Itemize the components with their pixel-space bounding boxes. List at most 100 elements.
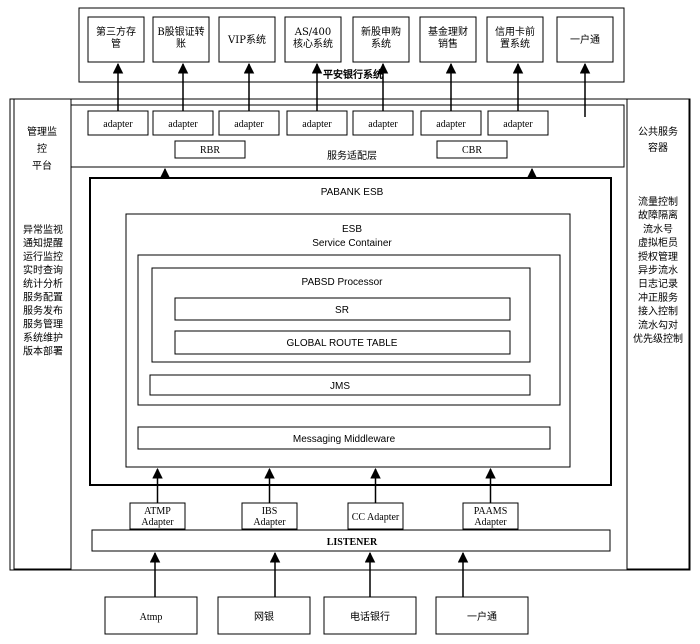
listener-box [91,529,611,552]
bank-system-box-label: 核心系统 [293,37,333,50]
bank-system-box-label: 置系统 [500,37,530,50]
adapter-label: adapter [168,119,198,130]
bank-system-box-label: 第三方存 [96,25,136,38]
bank-system-box-label: 系统 [371,37,391,50]
bank-system-box-label: 基金理财 [428,25,468,38]
jms-label: JMS [330,381,350,392]
adapter-box [352,110,414,136]
bank-system-box-label: 新股申购 [361,25,401,38]
bank-system-title: 平安银行系统 [323,68,383,81]
channel-label: 电话银行 [350,610,390,623]
bank-system-box-label: 信用卡前 [495,25,535,38]
public-service-panel-title: 容器 [648,141,668,154]
input-adapter-label: PAAMS [474,506,508,517]
bank-system-box [419,16,477,63]
channel-label: 网银 [254,610,274,623]
adapter-label: adapter [436,119,466,130]
management-panel-item: 统计分析 [23,277,63,290]
management-panel-title: 平台 [32,159,52,172]
service-adapter-layer-label: 服务适配层 [327,149,377,162]
management-panel-item: 系统维护 [23,331,63,344]
public-service-panel-item: 授权管理 [638,250,678,263]
bank-system-box [284,16,342,63]
cbr-box [436,140,508,159]
adapter-box [152,110,214,136]
management-panel-item: 服务配置 [23,291,63,304]
pabsd-processor-title: PABSD Processor [302,277,384,288]
messaging-middleware-label: Messaging Middleware [293,434,396,445]
management-panel-item: 实时查询 [23,264,63,277]
adapter-box [420,110,482,136]
management-panel [13,98,72,570]
adapter-label: adapter [503,119,533,130]
input-adapter-box [462,502,519,530]
bank-system-box [486,16,544,63]
management-panel-item: 服务管理 [23,318,63,331]
rbr-box [174,140,246,159]
public-service-panel-item: 异步流水 [638,264,678,277]
channel-label: 一户通 [467,610,497,623]
bank-system-box-label: 一户通 [570,33,600,46]
management-panel-item: 服务发布 [23,304,63,317]
input-adapter-label: IBS [262,506,278,517]
management-panel-item: 异常监视 [23,223,63,236]
input-adapter-label: ATMP [144,506,171,517]
bank-system-box [556,16,614,63]
sr-label: SR [335,305,349,316]
adapter-label: adapter [103,119,133,130]
channel-box [104,596,198,635]
adapter-box [487,110,549,136]
adapter-label: adapter [234,119,264,130]
public-service-panel-item: 优先级控制 [633,332,683,345]
service-container-title-2: Service Container [312,238,392,249]
bank-system-box [352,16,410,63]
listener-label: LISTENER [327,537,378,548]
input-adapter-label: CC Adapter [352,512,400,523]
messaging-middleware-box [137,426,551,450]
input-adapter-label: Adapter [253,517,286,528]
input-adapter-box [241,502,298,530]
public-service-panel-item: 流水号 [643,222,673,235]
service-container-title-1: ESB [342,224,362,235]
bank-system-box [87,16,145,63]
bank-system-box-label: AS/400 [294,27,332,38]
public-service-panel-item: 故障隔离 [638,209,678,222]
jms-box [149,374,531,396]
bank-system-box [152,16,210,63]
bank-system-box-label: 销售 [438,37,458,50]
route-table-label: GLOBAL ROUTE TABLE [287,338,398,349]
bank-system-box-label: VIP系统 [227,33,266,46]
input-adapter-box [347,502,404,530]
public-service-panel-item: 流量控制 [638,195,678,208]
bank-system-box [218,16,276,63]
bank-system-box-label: 账 [176,38,186,50]
route-table-box [174,330,511,355]
channel-box [435,596,529,635]
rbr-label: RBR [200,145,220,156]
public-service-panel-item: 接入控制 [638,305,678,318]
channel-label: Atmp [140,612,163,623]
channel-box [217,596,311,635]
cbr-label: CBR [462,145,482,156]
management-panel-title: 管理监 [27,125,57,138]
public-service-panel-item: 虚拟柜员 [638,236,678,249]
bank-system-box-label: 管 [111,37,121,50]
management-panel-item: 通知提醒 [23,237,63,250]
sr-box [174,297,511,321]
management-panel-item: 运行监控 [23,250,63,263]
management-panel-title: 控 [37,142,47,155]
public-service-panel-title: 公共服务 [638,125,678,138]
public-service-panel-item: 流水勾对 [638,318,678,331]
adapter-box [218,110,280,136]
input-adapter-box [129,502,186,530]
bank-system-box-label: B股银证转 [157,25,204,38]
input-adapter-label: Adapter [474,517,507,528]
input-adapter-label: Adapter [141,517,174,528]
public-service-panel-item: 冲正服务 [638,291,678,304]
adapter-label: adapter [368,119,398,130]
public-service-panel-item: 日志记录 [638,277,678,290]
management-panel-item: 版本部署 [23,345,63,358]
public-service-panel [626,98,690,570]
